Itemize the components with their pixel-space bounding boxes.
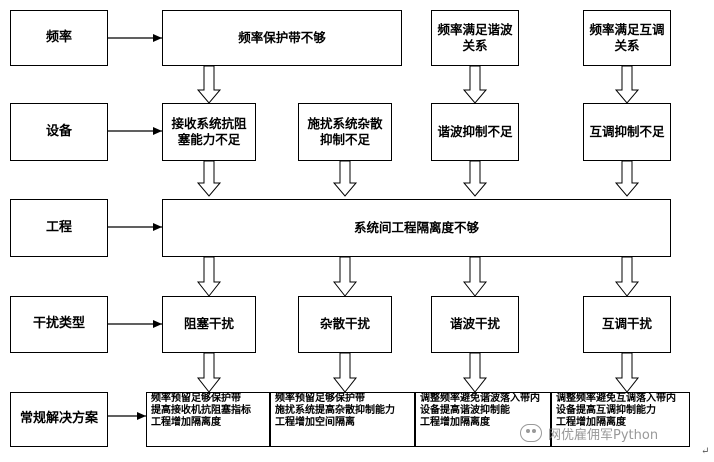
- block-arrow: [332, 160, 358, 197]
- wechat-icon: [520, 424, 542, 442]
- cause-isolation: 系统间工程隔离度不够: [162, 199, 671, 257]
- solution-harmonic-line: 工程增加隔离度: [420, 417, 490, 429]
- solution-blocking-line: 提高接收机抗阻塞指标: [151, 405, 251, 417]
- cause-freq-intermod-line2: 关系: [614, 38, 640, 53]
- type-blocking: 阻塞干扰: [162, 296, 256, 353]
- paragraph-return-mark: ↵: [701, 446, 710, 457]
- cause-harmonic-suppression: 谐波抑制不足: [431, 103, 519, 161]
- block-arrow: [462, 65, 488, 104]
- solution-intermod-line: 调整频率避免互调落入带内: [556, 393, 676, 404]
- cause-freq-harmonic-line1: 频率满足谐波: [437, 21, 513, 37]
- row-label-engineering: 工程: [10, 199, 108, 257]
- row-label-equipment: 设备: [10, 103, 108, 161]
- cause-equip-blocking-line1: 接收系统抗阻: [171, 115, 247, 131]
- solution-intermod: 调整频率避免互调落入带内 设备提高互调抑制能力 工程增加隔离度: [551, 392, 690, 447]
- solution-blocking: 频率预留足够保护带 提高接收机抗阻塞指标 工程增加隔离度: [146, 392, 270, 447]
- cause-freq-intermod-line1: 频率满足互调: [589, 21, 665, 37]
- cause-equip-blocking-line2: 塞能力不足: [177, 132, 241, 147]
- block-arrow: [196, 256, 222, 297]
- solution-harmonic-line: 调整频率避免谐波落入带内: [420, 393, 540, 404]
- cause-freq-harmonic: 频率满足谐波 关系: [431, 10, 519, 66]
- type-intermod: 互调干扰: [583, 296, 671, 353]
- solution-spurious-line: 施扰系统提高杂散抑制能力: [275, 405, 395, 417]
- row-label-frequency: 频率: [10, 10, 108, 66]
- block-arrow: [462, 352, 488, 393]
- cause-equip-blocking: 接收系统抗阻 塞能力不足: [162, 103, 256, 161]
- cause-equip-spurious-line1: 施扰系统杂散: [307, 115, 383, 131]
- block-arrow: [196, 65, 222, 104]
- cause-freq-harmonic-line2: 关系: [462, 38, 488, 53]
- block-arrow: [614, 352, 640, 393]
- block-arrow: [332, 256, 358, 297]
- solution-blocking-line: 频率预留足够保护带: [151, 393, 241, 404]
- block-arrow: [196, 352, 222, 393]
- block-arrow: [196, 160, 222, 197]
- solution-spurious-line: 频率预留足够保护带: [275, 393, 365, 404]
- cause-freq-intermod: 频率满足互调 关系: [583, 10, 671, 66]
- solution-spurious-line: 工程增加空间隔离: [275, 417, 355, 429]
- row-label-interference-type: 干扰类型: [10, 296, 108, 353]
- solution-spurious: 频率预留足够保护带 施扰系统提高杂散抑制能力 工程增加空间隔离: [270, 392, 415, 447]
- solution-intermod-line: 设备提高互调抑制能力: [556, 405, 656, 417]
- block-arrow: [614, 256, 640, 297]
- cause-equip-spurious-line2: 抑制不足: [319, 132, 370, 147]
- type-harmonic: 谐波干扰: [431, 296, 519, 353]
- solution-intermod-line: 工程增加隔离度: [556, 417, 626, 429]
- block-arrow: [614, 160, 640, 197]
- cause-equip-spurious: 施扰系统杂散 抑制不足: [298, 103, 392, 161]
- solution-blocking-line: 工程增加隔离度: [151, 417, 221, 429]
- block-arrow: [462, 256, 488, 297]
- block-arrow: [332, 352, 358, 393]
- block-arrow: [462, 160, 488, 197]
- watermark: 网优雇佣军Python: [520, 418, 710, 448]
- cause-intermod-suppression: 互调抑制不足: [583, 103, 671, 161]
- solution-harmonic-line: 设备提高谐波抑制能: [420, 405, 510, 417]
- type-spurious: 杂散干扰: [298, 296, 392, 353]
- cause-freq-guard-band: 频率保护带不够: [162, 10, 402, 66]
- row-label-solution: 常规解决方案: [10, 392, 108, 447]
- block-arrow: [614, 65, 640, 104]
- watermark-text: 网优雇佣军Python: [548, 427, 659, 443]
